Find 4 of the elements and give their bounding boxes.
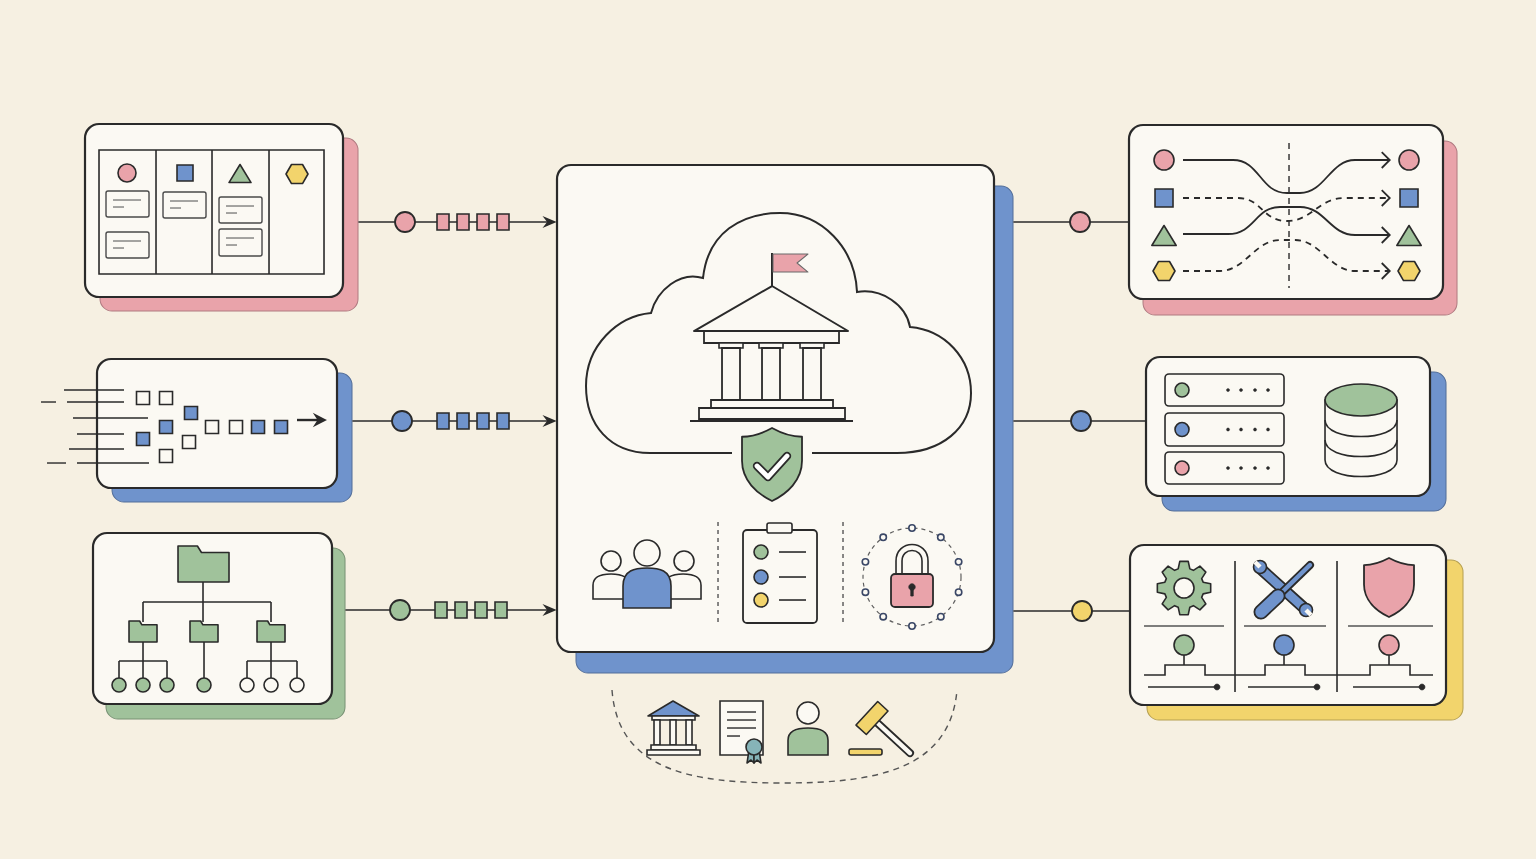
connector-line (1012, 610, 1131, 612)
connector-line (1012, 420, 1147, 422)
card (1127, 123, 1458, 316)
connector-line (1012, 221, 1130, 223)
